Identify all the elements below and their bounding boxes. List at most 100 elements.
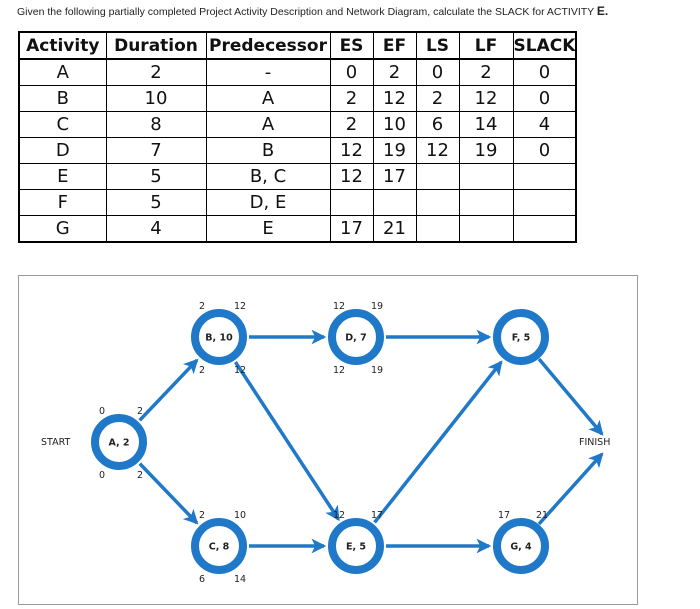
cell-es: 0 (329, 58, 374, 86)
cell-lf: 2 (458, 58, 514, 86)
cell-lf: 14 (458, 111, 514, 138)
cell-slack: 0 (512, 58, 578, 86)
node-c-ef: 10 (234, 510, 246, 521)
cell-lf (458, 215, 514, 243)
cell-ls (415, 215, 460, 243)
cell-slack (512, 215, 578, 243)
cell-slack (512, 163, 578, 190)
cell-ls: 0 (415, 58, 460, 86)
node-d-circle (328, 309, 384, 365)
cell-activity: C (18, 111, 107, 138)
node-a-ls: 0 (99, 470, 105, 481)
node-e-label: E, 5 (346, 542, 366, 553)
cell-es: 12 (329, 163, 374, 190)
arrow-a-c (138, 462, 199, 525)
header-activity: Activity (18, 31, 107, 60)
finish-label: FINISH (579, 437, 610, 448)
cell-duration: 5 (105, 189, 207, 216)
node-b-es: 2 (199, 301, 205, 312)
node-b-circle (191, 309, 247, 365)
cell-activity: D (18, 137, 107, 164)
node-a-es: 0 (99, 406, 105, 417)
header-duration: Duration (105, 31, 207, 60)
cell-ef: 12 (372, 85, 417, 112)
network-nodes (91, 309, 549, 574)
cell-ls (415, 163, 460, 190)
arrow-f-finish (537, 357, 604, 436)
arrow-e-f (373, 360, 503, 524)
cell-duration: 7 (105, 137, 207, 164)
question-text: Given the following partially completed … (17, 4, 608, 18)
cell-ef: 10 (372, 111, 417, 138)
cell-es: 17 (329, 215, 374, 243)
cell-activity: B (18, 85, 107, 112)
cell-ef: 2 (372, 58, 417, 86)
header-lf: LF (458, 31, 514, 60)
node-d-ef: 19 (371, 301, 383, 312)
node-a-circle (91, 414, 147, 470)
cell-activity: G (18, 215, 107, 243)
header-ef: EF (372, 31, 417, 60)
cell-ls: 12 (415, 137, 460, 164)
node-c-es: 2 (199, 510, 205, 521)
cell-es: 2 (329, 111, 374, 138)
node-a-ef: 2 (137, 406, 143, 417)
cell-ef: 17 (372, 163, 417, 190)
arrow-b-e (233, 361, 340, 522)
cell-lf (458, 189, 514, 216)
cell-lf: 19 (458, 137, 514, 164)
node-e-es: 12 (333, 510, 345, 521)
node-c-ls: 6 (199, 574, 205, 585)
cell-es (329, 189, 374, 216)
node-d-lf: 19 (371, 365, 383, 376)
cell-slack (512, 189, 578, 216)
node-a-label: A, 2 (108, 438, 129, 449)
project-activity-table: Activity Duration Predecessor ES EF LS L… (18, 31, 578, 243)
header-ls: LS (415, 31, 460, 60)
cell-duration: 2 (105, 58, 207, 86)
cell-ef (372, 189, 417, 216)
table-header-row: Activity Duration Predecessor ES EF LS L… (18, 31, 578, 60)
node-c-lf: 14 (234, 574, 246, 585)
question-body: Given the following partially completed … (17, 6, 594, 18)
cell-ls: 2 (415, 85, 460, 112)
node-b-lf: 12 (234, 365, 246, 376)
node-b-ef: 12 (234, 301, 246, 312)
node-d-es: 12 (333, 301, 345, 312)
node-f-label: F, 5 (512, 333, 531, 344)
cell-predecessor: E (205, 215, 331, 243)
cell-ef: 19 (372, 137, 417, 164)
cell-lf (458, 163, 514, 190)
cell-duration: 4 (105, 215, 207, 243)
cell-lf: 12 (458, 85, 514, 112)
start-label: START (41, 437, 71, 448)
cell-es: 12 (329, 137, 374, 164)
node-e-ef: 17 (371, 510, 383, 521)
node-b-label: B, 10 (205, 333, 233, 344)
cell-predecessor: D, E (205, 189, 331, 216)
node-c-label: C, 8 (209, 542, 230, 553)
node-g-label: G, 4 (510, 542, 532, 553)
cell-slack: 0 (512, 85, 578, 112)
arrow-a-b (138, 358, 199, 422)
cell-predecessor: A (205, 111, 331, 138)
cell-activity: A (18, 58, 107, 86)
node-f-circle (493, 309, 549, 365)
cell-slack: 0 (512, 137, 578, 164)
header-es: ES (329, 31, 374, 60)
arrow-g-finish (537, 452, 604, 526)
node-g-ef: 21 (536, 510, 548, 521)
node-a-lf: 2 (137, 470, 143, 481)
cell-predecessor: A (205, 85, 331, 112)
cell-activity: F (18, 189, 107, 216)
cell-ef: 21 (372, 215, 417, 243)
node-e-circle (328, 518, 384, 574)
